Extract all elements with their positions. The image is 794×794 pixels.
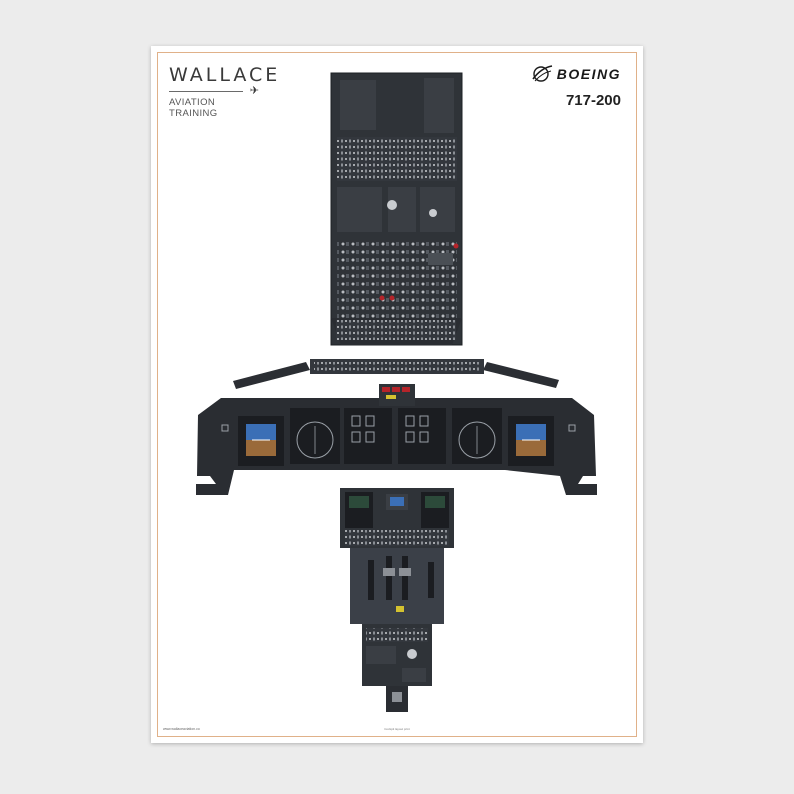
- brand-rule: ✈: [169, 85, 259, 97]
- main-instrument-panel: [196, 384, 597, 495]
- plane-icon: ✈: [249, 85, 259, 97]
- overhead-panel: [330, 72, 463, 346]
- poster-frame: [157, 52, 637, 737]
- aircraft-model: 717-200: [565, 92, 621, 109]
- wallace-logo: WALLACE ✈ AVIATION TRAINING: [169, 64, 281, 119]
- boeing-globe-icon: [532, 65, 552, 82]
- manufacturer-name: BOEING: [556, 66, 621, 82]
- glareshield: [233, 359, 559, 389]
- boeing-logo: BOEING 717-200: [531, 64, 621, 109]
- footer-note: Cockpit layout print: [384, 727, 410, 731]
- center-pedestal: [340, 488, 454, 712]
- brand-subtitle: AVIATION TRAINING: [169, 97, 218, 119]
- footer-website: www.wallaceaviation.co: [163, 727, 200, 731]
- brand-name: WALLACE: [169, 64, 281, 86]
